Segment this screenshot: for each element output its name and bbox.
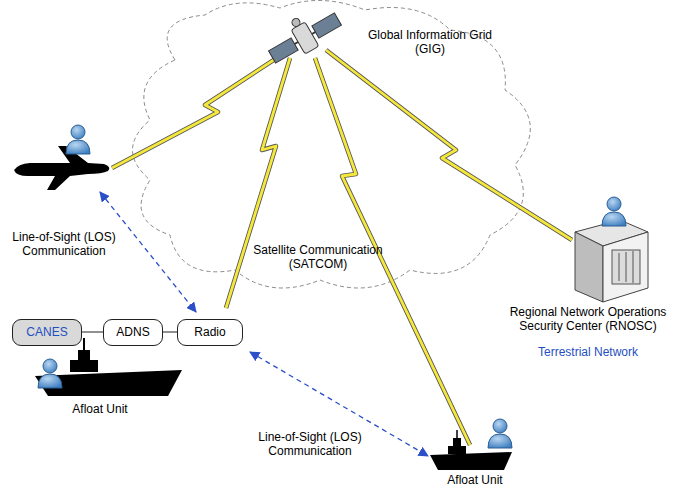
process-box: Radio [177,319,243,346]
ship-crew [38,359,62,388]
ship-crew [488,419,512,448]
process-box: ADNS [103,319,163,346]
annotation-label: Line-of-Sight (LOS) Communication [252,430,368,458]
annotation-label: Global Information Grid (GIG) [360,28,500,56]
aircraft-operator [66,125,90,154]
box-label: ADNS [116,325,149,339]
annotation-label: Line-of-Sight (LOS) Communication [8,230,120,258]
annotation-label: Regional Network Operations Security Cen… [502,305,674,333]
satcom-links [112,48,572,445]
ship-icon [35,338,182,396]
gig-cloud [133,0,531,288]
los-link [100,192,196,312]
server-icon [575,220,648,302]
box-connector [82,332,103,333]
process-box: CANES [12,319,82,346]
annotation-label: Afloat Unit [430,473,520,487]
annotation-label: Afloat Unit [55,402,145,416]
aircraft-icon [14,146,109,190]
box-label: Radio [194,325,225,339]
annotation-label: Satellite Communication (SATCOM) [248,243,388,271]
annotation-label: Terrestrial Network [520,345,656,359]
box-label: CANES [26,325,67,339]
rnosc-operator [602,197,626,226]
satellite-icon [261,0,345,69]
box-connector [163,332,177,333]
